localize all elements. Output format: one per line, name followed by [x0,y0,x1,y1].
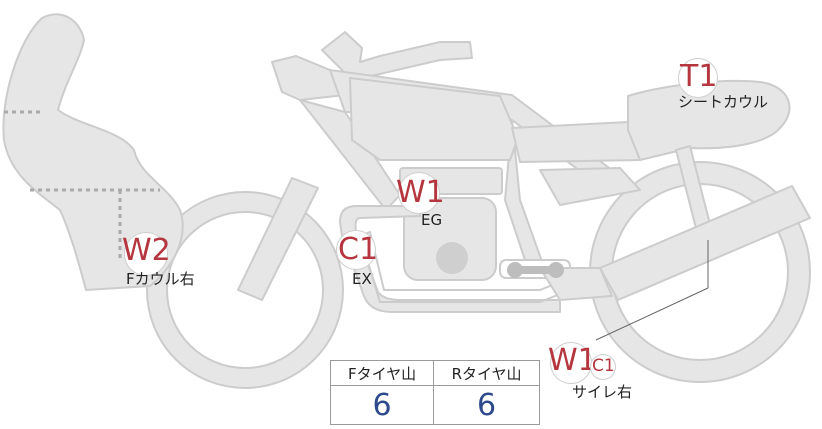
marker-ring-w2 [124,232,168,276]
marker-label-w1-eg: EG [421,211,443,229]
fork-tube [237,177,319,301]
marker-label-t1: シートカウル [678,93,769,111]
marker-code-w1-eg: W1 [396,175,445,210]
marker-label-c1-ex: EX [352,270,372,288]
front-tire-value: 6 [329,385,435,425]
marker-code-w1-side: W1 [548,343,597,378]
silencer [599,185,811,301]
marker-code-c1-ex: C1 [338,232,379,267]
tire-tread-table: Fタイヤ山 Rタイヤ山 6 6 [329,360,540,425]
rear-tire-header: Rタイヤ山 [433,360,540,386]
front-cowl [2,13,184,291]
marker-ring-w1-eg [398,172,440,214]
marker-ring-t1 [678,58,718,98]
marker-label-w2: Fカウル右 [126,270,195,288]
marker-code-w2: W2 [122,233,171,268]
marker-subcode-c1: C1 [592,356,615,376]
engine-block [403,197,497,281]
marker-ring-c1-ex [336,230,376,270]
fuel-tank [349,77,519,161]
rear-tire-value: 6 [433,385,540,425]
front-tire-header: Fタイヤ山 [329,360,435,386]
handlebar [321,31,473,81]
marker-subring-c1 [590,354,616,380]
marker-code-t1: T1 [680,59,718,94]
marker-label-w1-side: サイレ右 [572,383,633,401]
seat [511,121,641,163]
